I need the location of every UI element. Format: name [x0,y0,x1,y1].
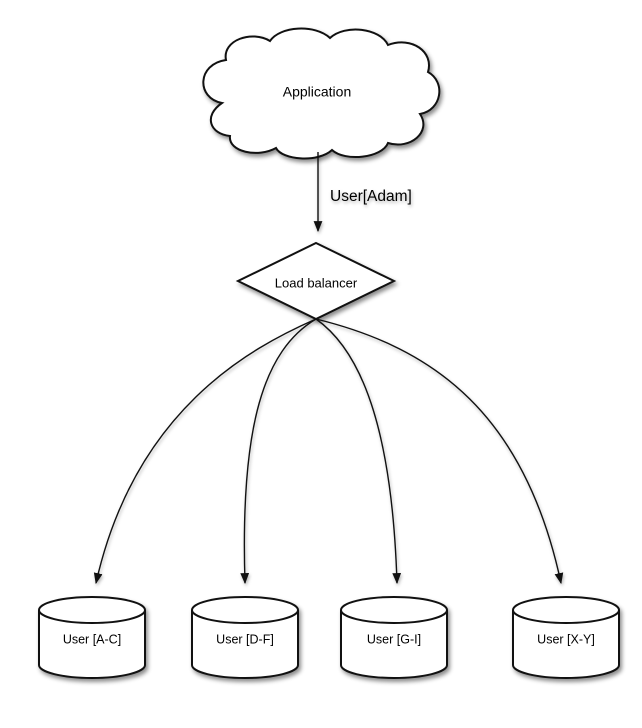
cloud-shape [202,27,441,160]
edge-label-user-adam: User[Adam] [330,188,412,205]
db-label-user-g-i: User [G-I] [367,632,421,646]
load-balancer-node: Load balancer [235,241,397,321]
cylinder-shape [512,610,620,679]
cylinder-top [38,596,146,624]
cylinder-top [512,596,620,624]
lb-to-shard-arrows [93,318,564,585]
lb-to-shard-arrow-3 [315,318,402,585]
load-balancer-label: Load balancer [275,275,358,290]
application-label: Application [283,84,352,100]
cylinder-shape [38,610,146,679]
application-cloud-node: Application [202,27,441,160]
lb-to-shard-arrow-1 [93,318,317,585]
lb-to-shard-arrow-4 [315,318,564,585]
cylinder-top [191,596,299,624]
db-node-user-x-y: User [X-Y] [512,596,620,679]
cylinder-top [340,596,448,624]
db-label-user-x-y: User [X-Y] [537,632,595,646]
cylinder-shape [340,610,448,679]
edge-app-to-lb: User[Adam] [313,152,412,233]
db-node-user-a-c: User [A-C] [38,596,146,679]
cylinder-shape [191,610,299,679]
db-label-user-a-c: User [A-C] [63,632,121,646]
lb-to-shard-arrow-2 [240,318,317,585]
db-label-user-d-f: User [D-F] [216,632,274,646]
db-node-user-d-f: User [D-F] [191,596,299,679]
db-node-user-g-i: User [G-I] [340,596,448,679]
